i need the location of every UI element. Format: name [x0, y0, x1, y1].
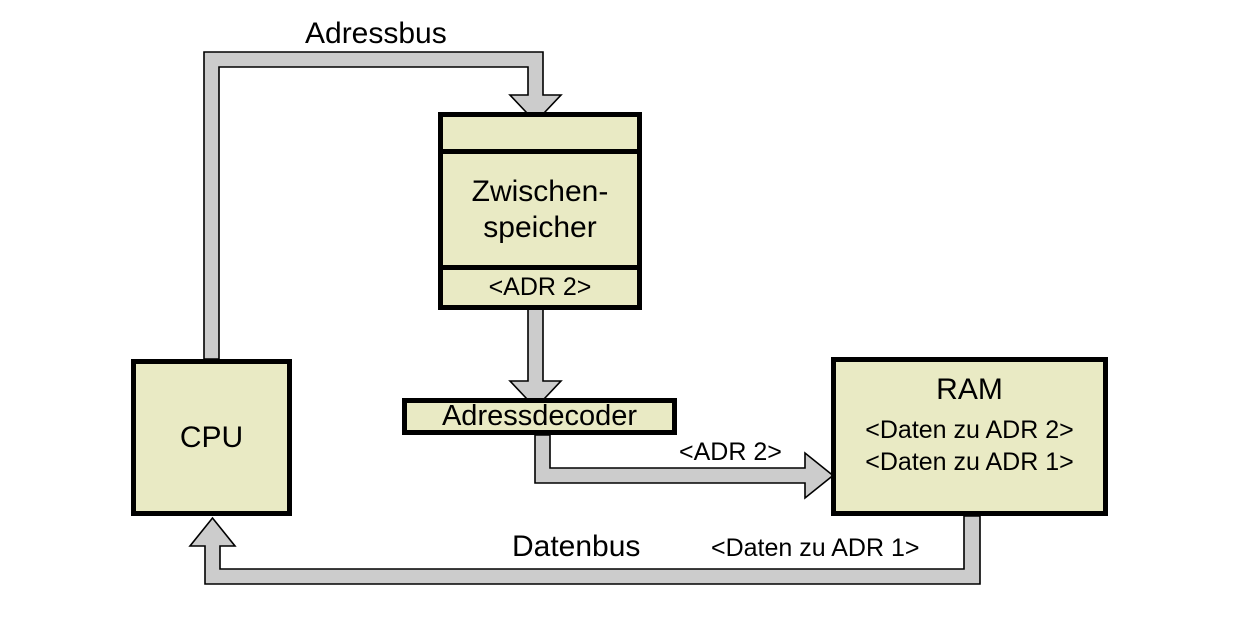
node-adressdecoder[interactable]: Adressdecoder [402, 398, 677, 435]
adressbus-label: Adressbus [305, 17, 447, 50]
node-ram[interactable]: RAM <Daten zu ADR 2> <Daten zu ADR 1> [831, 357, 1108, 516]
zwischenspeicher-to-adressdecoder-connector [508, 308, 563, 410]
daten-zu-adr1-label: <Daten zu ADR 1> [711, 534, 920, 562]
zwischenspeicher-label-line-2: speicher [483, 210, 597, 244]
node-zwischenspeicher[interactable]: Zwischen- speicher <ADR 2> [438, 112, 642, 310]
adr2-to-ram-label: <ADR 2> [679, 438, 782, 466]
adressbus-connector [203, 51, 563, 360]
adressdecoder-label: Adressdecoder [441, 400, 638, 432]
adressdecoder-to-ram-connector [534, 434, 835, 500]
zwischenspeicher-empty-row [443, 117, 637, 149]
datenbus-label: Datenbus [512, 530, 641, 563]
node-cpu[interactable]: CPU [131, 359, 292, 516]
zwischenspeicher-title-row: Zwischen- speicher [443, 149, 637, 265]
ram-data-line-2: <Daten zu ADR 1> [865, 448, 1074, 476]
zwischenspeicher-value-row: <ADR 2> [443, 265, 637, 305]
ram-title: RAM [936, 373, 1003, 406]
zwischenspeicher-value: <ADR 2> [488, 273, 592, 301]
zwischenspeicher-label-line-1: Zwischen- [471, 175, 609, 209]
cpu-label: CPU [179, 420, 244, 454]
datenbus-connector [188, 515, 981, 585]
ram-data-line-1: <Daten zu ADR 2> [865, 416, 1074, 444]
